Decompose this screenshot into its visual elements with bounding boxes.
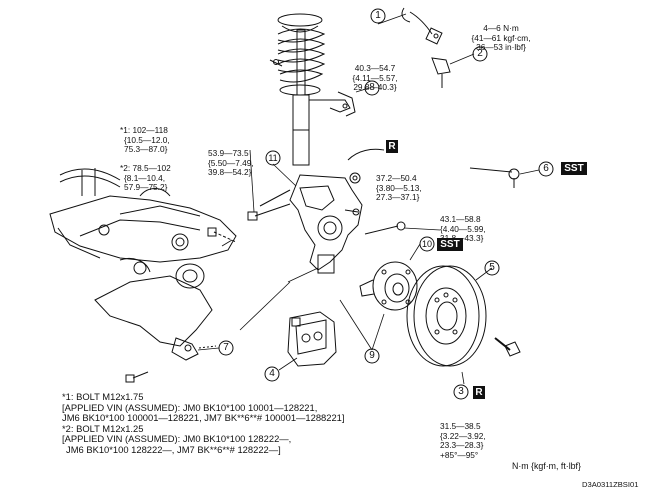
- torque-spec-tierod: 37.2—50.4{3.80—5.13,27.3—37.1}: [376, 173, 422, 203]
- leader-lines: [197, 13, 540, 385]
- sst-badge-hub: SST: [437, 238, 463, 251]
- callout-9: 9: [369, 350, 375, 361]
- torque-spec-stabilizer: 40.3—54.7{4.11—5.57,29.8—40.3}: [352, 63, 398, 93]
- strut-assembly: [269, 13, 356, 166]
- lower-arm: [94, 258, 217, 361]
- torque-spec-knuckle: 53.9—73.5{5.50—7.49,39.8—54.2}: [208, 148, 254, 178]
- note-line: JM6 BK10*100 128222—, JM7 BK**6**# 12822…: [66, 443, 281, 455]
- abs-sensor: [401, 7, 451, 88]
- torque-spec-bolt1: *1: 102—118{10.5—12.0,75.3—87.0}: [120, 125, 170, 155]
- torque-spec-balljoint: 43.1—58.8{4.40—5.99,31.8—43.3}: [440, 214, 486, 243]
- units-legend: N·m {kgf·m, ft·lbf}: [512, 461, 581, 471]
- replace-badge-hubnut: R: [473, 386, 485, 399]
- note-line: JM6 BK10*100 100001—128221, JM7 BK**6**#…: [62, 412, 345, 424]
- callout-7: 7: [223, 342, 229, 353]
- callout-1: 1: [375, 10, 381, 21]
- brake-disc: [406, 265, 487, 367]
- callout-6: 6: [543, 163, 549, 174]
- note-line: [APPLIED VIN (ASSUMED): JM0 BK10*100 100…: [62, 401, 318, 413]
- wheel-hub: [359, 261, 418, 311]
- torque-spec-bolt2: *2: 78.5—102{8.1—10.4,57.9—75.2}: [120, 163, 171, 193]
- torque-spec-hubnut: 31.5—38.5{3.22—3.92,23.3—28.3}+85°—95°: [440, 421, 486, 460]
- crossmember: [49, 168, 237, 263]
- replace-badge-tierod-nut: R: [386, 140, 398, 153]
- knuckle: [259, 174, 363, 274]
- callout-2: 2: [477, 48, 483, 59]
- brake-caliper: [287, 311, 337, 367]
- torque-spec-sensor: 4—6 N·m{41—61 kgf·cm,36—53 in·lbf}: [471, 23, 531, 53]
- bolt-notes: *1: BOLT M12x1.75 [APPLIED VIN (ASSUMED)…: [62, 391, 345, 456]
- note-line: *2: BOLT M12x1.25: [62, 422, 144, 434]
- tie-rod-end: [347, 148, 520, 188]
- callout-8: 8: [369, 82, 375, 93]
- figure-code: D3A0311ZBSI01: [582, 480, 639, 489]
- callout-circles: [218, 8, 554, 400]
- callout-10: 10: [421, 239, 432, 249]
- note-line: [APPLIED VIN (ASSUMED): JM0 BK10*100 128…: [62, 433, 292, 445]
- sst-badge-tierod: SST: [561, 162, 587, 175]
- bolts: [125, 172, 521, 383]
- callout-3: 3: [458, 386, 464, 397]
- callout-11: 11: [268, 153, 278, 163]
- note-line: *1: BOLT M12x1.75: [62, 391, 144, 402]
- callout-4: 4: [269, 368, 275, 379]
- callout-5: 5: [489, 262, 495, 273]
